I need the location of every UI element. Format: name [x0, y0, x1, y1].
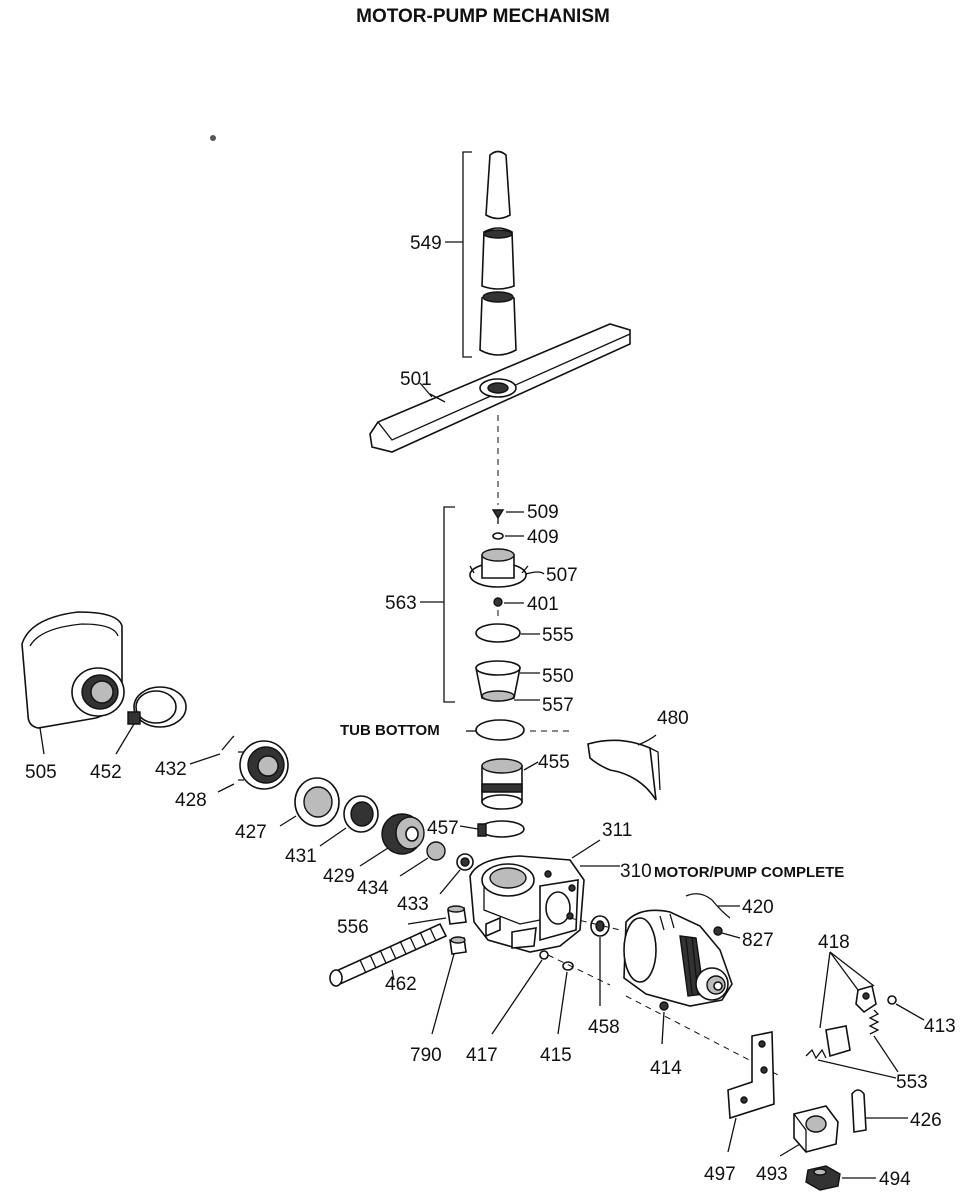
part-413-clip — [887, 995, 897, 1005]
callout-409: 409 — [527, 527, 559, 548]
part-827-screw — [713, 926, 723, 936]
speck-mark — [210, 135, 216, 141]
callout-418: 418 — [818, 932, 850, 953]
part-427-seal-plate — [294, 777, 340, 827]
part-431-seal — [343, 795, 379, 833]
part-497-bracket — [727, 1031, 775, 1120]
callout-509: 509 — [527, 502, 559, 523]
callout-553: 553 — [896, 1072, 928, 1093]
callout-550: 550 — [542, 666, 574, 687]
part-432-screw — [221, 735, 235, 751]
part-462-drain-hose — [329, 922, 448, 987]
callout-458: 458 — [588, 1017, 620, 1038]
callout-494: 494 — [879, 1169, 911, 1190]
part-415-nut — [562, 961, 574, 971]
callout-507: 507 — [546, 565, 578, 586]
part-428-motor-pulley — [238, 740, 289, 790]
callout-827: 827 — [742, 930, 774, 951]
callout-455: 455 — [538, 752, 570, 773]
callout-414: 414 — [650, 1058, 682, 1079]
callout-433: 433 — [397, 894, 429, 915]
part-420-wire-clip — [685, 893, 731, 919]
callout-427: 427 — [235, 822, 267, 843]
part-458-seal-ring — [590, 915, 610, 937]
part-455-impeller-housing — [481, 758, 523, 810]
callout-557: 557 — [542, 695, 574, 716]
callout-420: 420 — [742, 897, 774, 918]
callout-790: 790 — [410, 1045, 442, 1066]
part-414-screw — [659, 1001, 669, 1011]
callout-480: 480 — [657, 708, 689, 729]
part-311-pump-housing — [469, 855, 585, 953]
callout-417: 417 — [466, 1045, 498, 1066]
callout-505: 505 — [25, 762, 57, 783]
part-480-shield — [587, 739, 661, 801]
part-426-pin — [851, 1089, 867, 1133]
tub-bottom-gasket — [475, 719, 525, 741]
callout-462: 462 — [385, 974, 417, 995]
callout-310: 310 — [620, 861, 652, 882]
callout-415: 415 — [540, 1045, 572, 1066]
callout-549: 549 — [410, 233, 442, 254]
callout-555: 555 — [542, 625, 574, 646]
motor-pump-complete-label: MOTOR/PUMP COMPLETE — [654, 864, 844, 881]
callout-428: 428 — [175, 790, 207, 811]
callout-493: 493 — [756, 1164, 788, 1185]
callout-501: 501 — [400, 369, 432, 390]
tub-bottom-label: TUB BOTTOM — [340, 722, 440, 739]
diagram-title: MOTOR-PUMP MECHANISM — [356, 6, 610, 27]
part-417-screw — [539, 950, 549, 960]
part-429-impeller — [381, 813, 425, 855]
part-418-lever-assembly — [825, 984, 877, 1058]
part-556-fitting — [447, 905, 467, 925]
part-549-spray-tubes — [445, 150, 517, 358]
part-457-clamp — [477, 820, 525, 838]
callout-431: 431 — [285, 846, 317, 867]
callout-401: 401 — [527, 594, 559, 615]
part-493-solenoid-frame — [793, 1105, 839, 1153]
callout-413: 413 — [924, 1016, 956, 1037]
part-452-clamp-ring — [127, 686, 187, 728]
callout-426: 426 — [910, 1110, 942, 1131]
callout-434: 434 — [357, 878, 389, 899]
callout-452: 452 — [90, 762, 122, 783]
callout-311: 311 — [602, 820, 632, 841]
part-motor — [623, 909, 733, 1007]
callout-497: 497 — [704, 1164, 736, 1185]
part-790-check-valve — [449, 936, 467, 955]
callout-556: 556 — [337, 917, 369, 938]
part-434-cap — [426, 841, 446, 861]
callout-429: 429 — [323, 866, 355, 887]
callout-432: 432 — [155, 759, 187, 780]
part-494-solenoid-block — [805, 1165, 841, 1191]
part-501-spray-arm — [369, 323, 631, 453]
part-563-hub-assembly — [420, 506, 529, 703]
part-433-washer — [456, 853, 474, 871]
callout-457: 457 — [427, 818, 459, 839]
part-553-springs — [805, 1009, 880, 1060]
callout-563: 563 — [385, 593, 417, 614]
part-505-filter-housing — [21, 611, 125, 729]
